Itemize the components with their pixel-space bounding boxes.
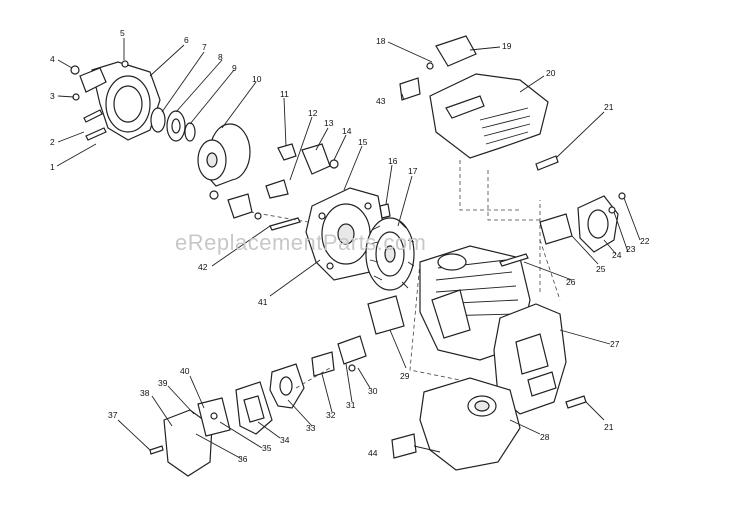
callout-8: 8: [218, 52, 223, 62]
gasket-29: [367, 295, 405, 335]
callout-15: 15: [358, 137, 368, 147]
label-plate-43: [399, 77, 421, 101]
muffler: [499, 192, 626, 267]
screws-left: [70, 60, 129, 141]
callout-42: 42: [198, 262, 208, 272]
clutch-shoes: [209, 143, 339, 231]
callout-30: 30: [368, 386, 378, 396]
callout-20: 20: [546, 68, 556, 78]
callout-6: 6: [184, 35, 189, 45]
air-filter-cover: [149, 397, 231, 477]
callout-22: 22: [640, 236, 650, 246]
clutch-housing: [79, 61, 161, 141]
flywheel: [365, 203, 415, 291]
callout-4: 4: [50, 54, 55, 64]
callout-26: 26: [566, 277, 576, 287]
air-filter-housing: [235, 381, 273, 435]
callout-25: 25: [596, 264, 606, 274]
callout-1: 1: [50, 162, 55, 172]
callout-37: 37: [108, 410, 118, 420]
callout-7: 7: [202, 42, 207, 52]
callout-35: 35: [262, 443, 272, 453]
callout-39: 39: [158, 378, 168, 388]
callout-40: 40: [180, 366, 190, 376]
callout-34: 34: [280, 435, 290, 445]
callout-32: 32: [326, 410, 336, 420]
fuel-tank: [419, 377, 521, 471]
engine-housing: [493, 303, 567, 415]
bearing-rings: [150, 107, 196, 142]
assembly-lines: [249, 160, 561, 389]
callout-31: 31: [346, 400, 356, 410]
callout-16: 16: [388, 156, 398, 166]
callout-14: 14: [342, 126, 352, 136]
callout-38: 38: [140, 388, 150, 398]
watermark-text: eReplacementParts.com: [175, 230, 426, 255]
callout-36: 36: [238, 454, 248, 464]
callout-9: 9: [232, 63, 237, 73]
callout-19: 19: [502, 41, 512, 51]
callout-21-top: 21: [604, 102, 614, 112]
callout-29: 29: [400, 371, 410, 381]
tank-screw: [565, 395, 587, 409]
callout-41: 41: [258, 297, 268, 307]
callout-10: 10: [252, 74, 262, 84]
callout-2: 2: [50, 137, 55, 147]
callout-24: 24: [612, 250, 622, 260]
callout-13: 13: [324, 118, 334, 128]
callout-33: 33: [306, 423, 316, 433]
label-plate-44: [391, 433, 417, 459]
carburetor-parts: [269, 335, 367, 409]
callout-27: 27: [610, 339, 620, 349]
callout-numbers: 1 2 3 4 5 6 7 8 9 10 11 12 13 14 15 16 1…: [50, 28, 650, 464]
callout-44: 44: [368, 448, 378, 458]
leader-lines: [56, 38, 641, 459]
callout-23: 23: [626, 244, 636, 254]
callout-5: 5: [120, 28, 125, 38]
callout-11: 11: [280, 89, 289, 99]
callout-12: 12: [308, 108, 318, 118]
callout-3: 3: [50, 91, 55, 101]
callout-28: 28: [540, 432, 550, 442]
callout-21-bottom: 21: [604, 422, 614, 432]
shroud-screw: [535, 155, 559, 171]
callout-43: 43: [376, 96, 386, 106]
clutch-drum: [197, 123, 251, 187]
callout-17: 17: [408, 166, 418, 176]
engine-shroud: [426, 35, 549, 159]
callout-18: 18: [376, 36, 386, 46]
